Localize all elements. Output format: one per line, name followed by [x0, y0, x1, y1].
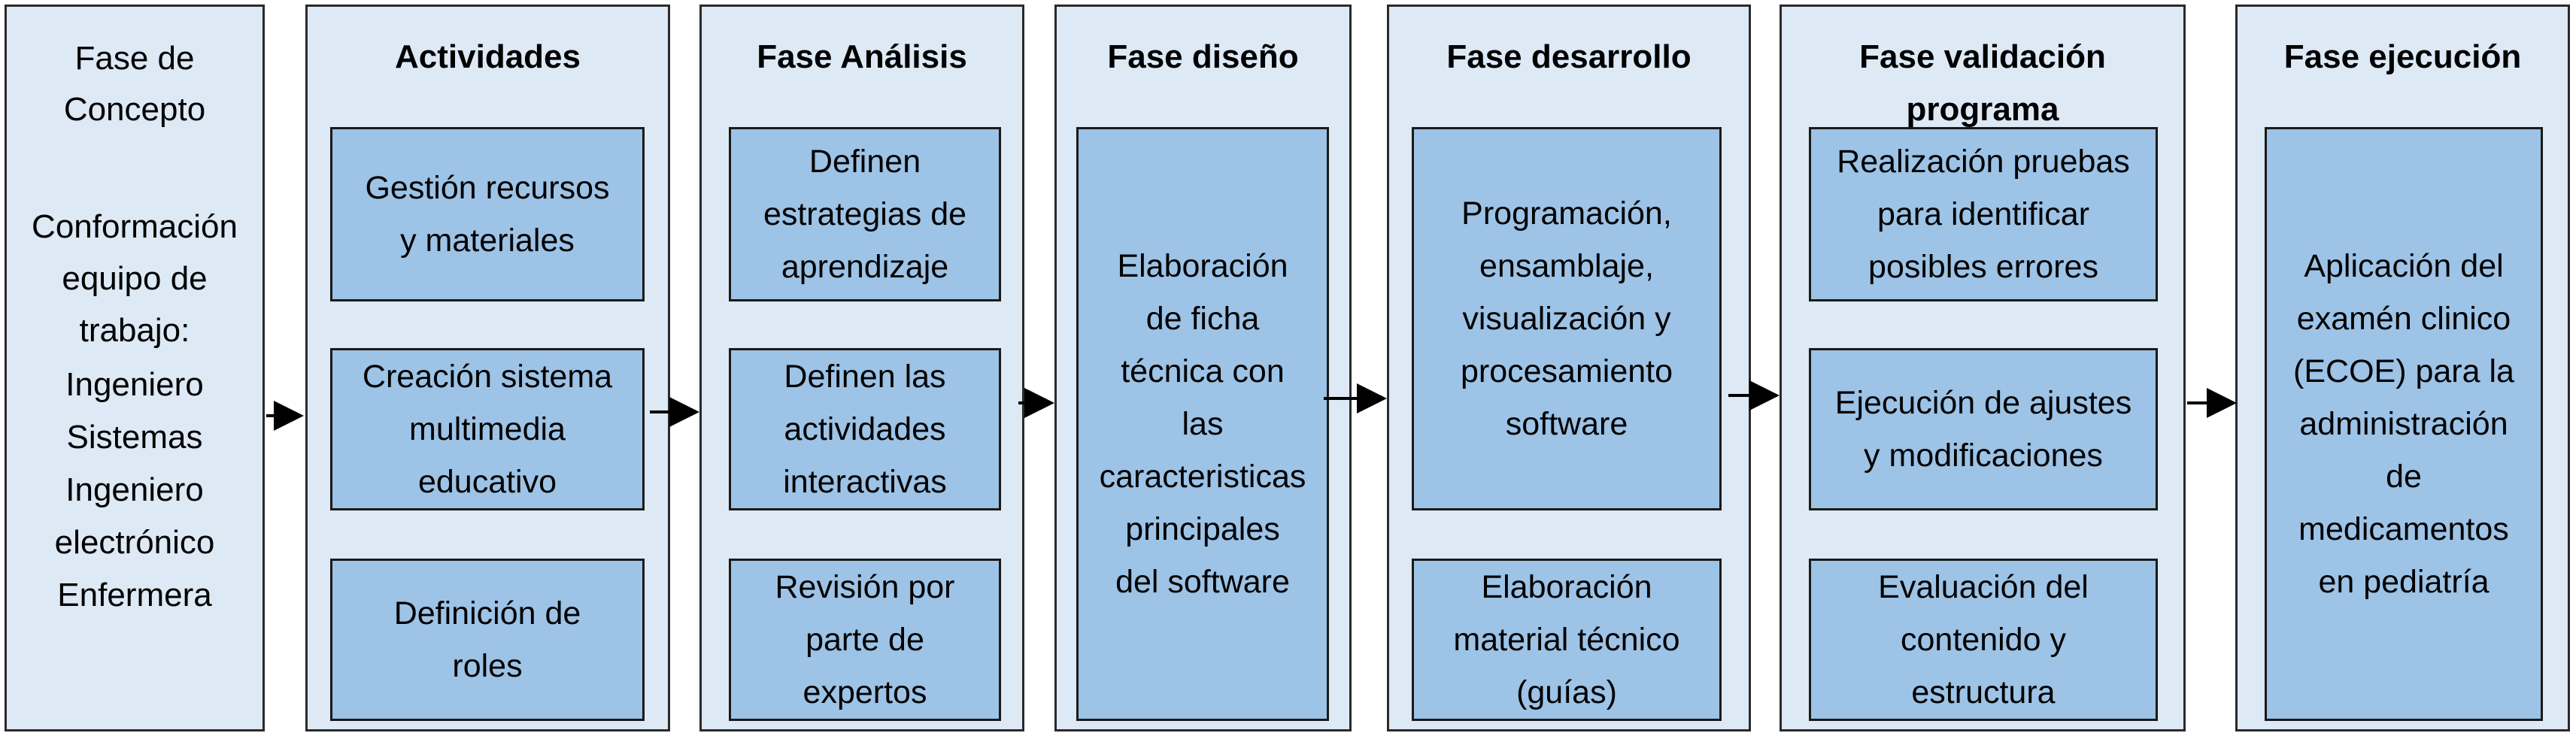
box-line: Elaboración — [1481, 569, 1652, 605]
box-line: de — [2386, 459, 2422, 495]
concepto-subtitle-line3: trabajo: — [79, 312, 190, 349]
actividades-box-sistema: Creación sistema multimedia educativo — [330, 348, 645, 510]
box-line: Gestión recursos — [365, 170, 610, 206]
desarrollo-title: Fase desarrollo — [1446, 38, 1692, 75]
box-line: Ejecución de ajustes — [1834, 385, 2132, 421]
actividades-box-recursos: Gestión recursos y materiales — [330, 127, 645, 301]
box-line: parte de — [806, 622, 924, 658]
box-line: Evaluación del — [1878, 569, 2089, 605]
box-line: Definen las — [784, 359, 946, 395]
ejecucion-box-aplicacion: Aplicación del examén clinico (ECOE) par… — [2265, 127, 2543, 721]
concepto-member: Ingeniero — [65, 366, 204, 403]
box-line: material técnico — [1453, 622, 1680, 658]
box-line: administración — [2299, 406, 2508, 442]
box-line: ensamblaje, — [1479, 248, 1654, 284]
box-line: principales — [1125, 511, 1280, 547]
box-line: software — [1505, 406, 1628, 442]
box-line: estructura — [1911, 674, 2056, 710]
ejecucion-title: Fase ejecución — [2283, 38, 2522, 75]
analisis-box-revision: Revisión por parte de expertos — [729, 559, 1001, 721]
phase-analisis-column: Fase Análisis Definen estrategias de apr… — [699, 5, 1024, 731]
box-line: estrategias de — [763, 196, 967, 232]
box-line: Definen — [809, 144, 921, 180]
diseno-box-ficha: Elaboración de ficha técnica con las car… — [1076, 127, 1329, 721]
box-line: del software — [1115, 564, 1290, 600]
concepto-title-line1: Fase de — [74, 40, 195, 77]
box-line: aprendizaje — [781, 249, 949, 285]
box-line: procesamiento — [1460, 353, 1673, 389]
concepto-subtitle-line2: equipo de — [62, 260, 208, 297]
actividades-title: Actividades — [395, 38, 581, 75]
phase-desarrollo-column: Fase desarrollo Programación, ensamblaje… — [1387, 5, 1751, 731]
actividades-box-roles: Definición de roles — [330, 559, 645, 721]
desarrollo-box-material: Elaboración material técnico (guías) — [1412, 559, 1722, 721]
box-line: (ECOE) para la — [2293, 353, 2514, 389]
box-line: Creación sistema — [362, 359, 613, 395]
phase-ejecucion-column: Fase ejecución Aplicación del examén cli… — [2235, 5, 2570, 731]
box-line: las — [1182, 406, 1224, 442]
validacion-box-ajustes: Ejecución de ajustes y modificaciones — [1809, 348, 2158, 510]
analisis-title: Fase Análisis — [757, 38, 967, 75]
box-line: roles — [452, 648, 523, 684]
phase-actividades-column: Actividades Gestión recursos y materiale… — [305, 5, 670, 731]
box-line: Definición de — [393, 595, 581, 631]
box-line: y materiales — [400, 223, 575, 259]
box-line: multimedia — [409, 411, 566, 447]
diseno-title: Fase diseño — [1107, 38, 1299, 75]
box-line: para identificar — [1877, 196, 2090, 232]
desarrollo-box-programacion: Programación, ensamblaje, visualización … — [1412, 127, 1722, 510]
box-line: Programación, — [1461, 195, 1672, 232]
box-line: en pediatría — [2318, 564, 2490, 600]
box-line: actividades — [784, 411, 946, 447]
box-line: contenido y — [1901, 622, 2066, 658]
analisis-box-estrategias: Definen estrategias de aprendizaje — [729, 127, 1001, 301]
phase-validacion-column: Fase validación programa Realización pru… — [1780, 5, 2186, 731]
validacion-box-evaluacion: Evaluación del contenido y estructura — [1809, 559, 2158, 721]
box-line: y modificaciones — [1864, 438, 2103, 474]
concepto-member: Sistemas — [66, 419, 203, 456]
box-line: expertos — [803, 674, 927, 710]
validacion-box-pruebas: Realización pruebas para identificar pos… — [1809, 127, 2158, 301]
box-line: educativo — [417, 464, 557, 500]
box-line: examén clinico — [2296, 301, 2511, 337]
box-line: Aplicación del — [2304, 248, 2504, 284]
concepto-title-line2: Concepto — [63, 91, 206, 128]
box-line: (guías) — [1516, 674, 1617, 710]
validacion-title: Fase validación programa — [1859, 38, 2106, 128]
phase-concepto-column: Fase de Concepto Conformación equipo de … — [5, 5, 265, 731]
box-line: caracteristicas — [1099, 459, 1306, 495]
phase-diseno-column: Fase diseño Elaboración de ficha técnica… — [1054, 5, 1352, 731]
box-line: Realización pruebas — [1837, 144, 2130, 180]
box-line: de ficha — [1145, 301, 1260, 337]
analisis-box-actividades: Definen las actividades interactivas — [729, 348, 1001, 510]
box-line: visualización y — [1462, 301, 1671, 337]
box-line: posibles errores — [1868, 249, 2098, 285]
box-line: Revisión por — [775, 569, 955, 605]
concepto-member: electrónico — [54, 524, 215, 561]
box-line: interactivas — [783, 464, 947, 500]
concepto-subtitle-line1: Conformación — [32, 208, 238, 245]
box-line: técnica con — [1121, 353, 1285, 389]
box-line: medicamentos — [2298, 511, 2509, 547]
concepto-member: Enfermera — [57, 577, 212, 613]
box-line: Elaboración — [1117, 248, 1288, 284]
concepto-member: Ingeniero — [65, 471, 204, 508]
